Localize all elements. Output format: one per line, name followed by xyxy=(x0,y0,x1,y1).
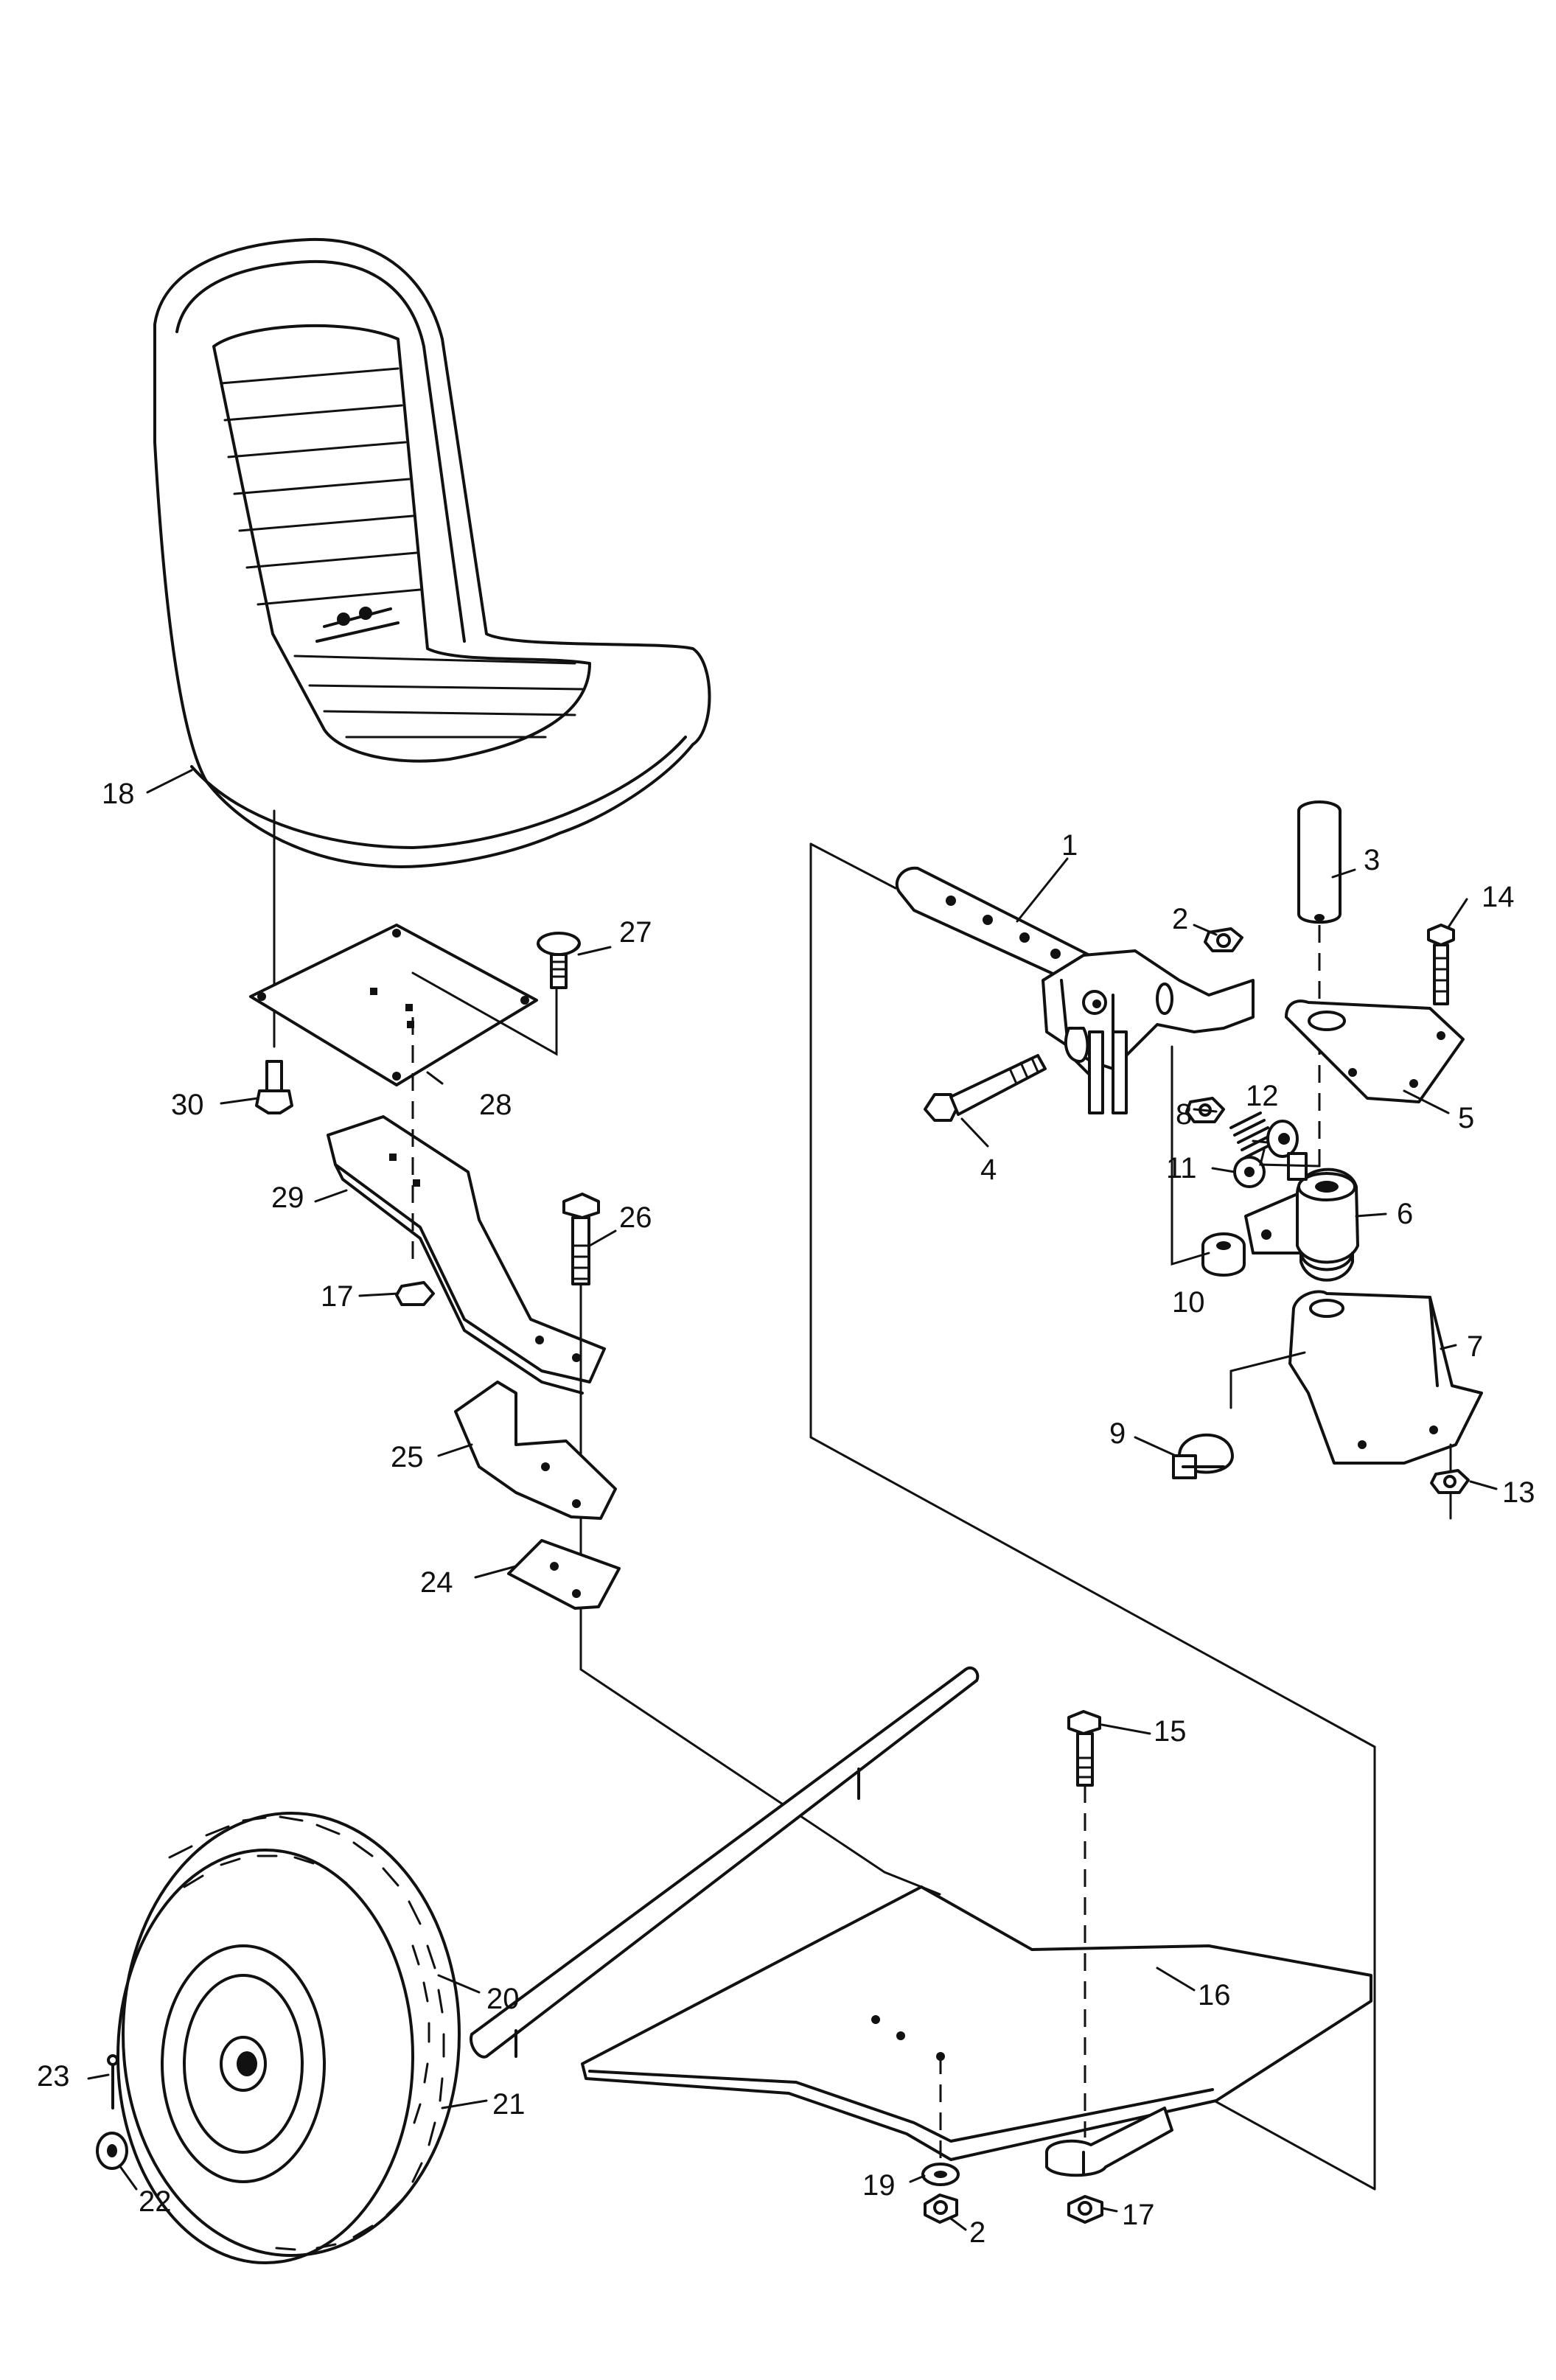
label-16: 16 xyxy=(1198,1979,1231,2011)
label-30: 30 xyxy=(171,1089,204,1121)
label-5: 5 xyxy=(1458,1102,1474,1134)
label-17-upper: 17 xyxy=(321,1280,354,1313)
nut-part-13 xyxy=(1430,1469,1470,1494)
label-17-lower: 17 xyxy=(1122,2199,1155,2231)
leader-lines xyxy=(87,769,1498,2231)
bolt-part-30 xyxy=(255,1060,293,1114)
label-25: 25 xyxy=(391,1441,424,1473)
label-19: 19 xyxy=(862,2169,896,2202)
swivel-part-6 xyxy=(1244,1152,1359,1282)
nut-part-2-lower xyxy=(924,2194,958,2224)
bracket-part-25 xyxy=(454,1381,617,1520)
label-22: 22 xyxy=(139,2185,172,2218)
label-21: 21 xyxy=(492,2088,526,2121)
label-8: 8 xyxy=(1176,1098,1192,1131)
assembly-box-lines xyxy=(809,842,1376,2191)
linchpin-part-9 xyxy=(1172,1433,1234,1479)
label-20: 20 xyxy=(486,1983,520,2015)
label-9: 9 xyxy=(1109,1417,1126,1450)
label-26: 26 xyxy=(619,1201,652,1234)
label-2-upper: 2 xyxy=(1172,903,1188,935)
tongue-part-1 xyxy=(895,866,1255,1114)
nut-part-17-lower xyxy=(1067,2195,1103,2224)
washer-part-22 xyxy=(96,2132,128,2170)
label-18: 18 xyxy=(102,778,135,810)
spring-part-12 xyxy=(1229,1112,1299,1159)
part-labels: 1 2 3 14 5 4 12 8 11 6 10 7 9 13 15 16 1… xyxy=(37,778,1535,2249)
seat-plate-part-28 xyxy=(249,924,558,1086)
seat-bracket-part-29 xyxy=(327,1115,606,1395)
label-1: 1 xyxy=(1061,829,1078,862)
bolt-part-26 xyxy=(562,1193,600,1285)
label-3: 3 xyxy=(1364,844,1380,876)
label-28: 28 xyxy=(479,1089,512,1121)
link-line-10 xyxy=(1171,1045,1210,1266)
clip-9-line xyxy=(1229,1351,1306,1409)
label-29: 29 xyxy=(271,1182,304,1214)
label-11: 11 xyxy=(1166,1152,1197,1184)
label-12: 12 xyxy=(1246,1080,1279,1112)
bolt-part-14 xyxy=(1427,924,1455,1005)
bushing-part-10 xyxy=(1201,1232,1246,1277)
plate-part-5 xyxy=(1285,999,1465,1103)
label-14: 14 xyxy=(1482,881,1515,913)
washer-part-11 xyxy=(1233,1156,1266,1188)
carriage-bolt-part-27 xyxy=(537,932,581,989)
label-2-lower: 2 xyxy=(969,2216,985,2249)
link-line-11 xyxy=(1259,1148,1321,1168)
plate-frame-line xyxy=(579,1620,941,1896)
label-13: 13 xyxy=(1502,1476,1535,1509)
label-10: 10 xyxy=(1172,1286,1205,1319)
label-7: 7 xyxy=(1467,1330,1483,1363)
bracket-part-7 xyxy=(1288,1290,1483,1465)
cotter-pin-part-23 xyxy=(107,2054,119,2109)
plate-part-24 xyxy=(507,1539,621,1610)
washer-part-19 xyxy=(921,2163,960,2186)
bolt-part-15 xyxy=(1067,1710,1101,1787)
label-27: 27 xyxy=(619,916,652,949)
label-4: 4 xyxy=(980,1154,997,1186)
pin-part-3 xyxy=(1297,800,1342,924)
seat-part-18 xyxy=(153,237,711,868)
label-6: 6 xyxy=(1397,1198,1413,1230)
label-15: 15 xyxy=(1154,1715,1187,1748)
label-24: 24 xyxy=(420,1566,453,1599)
label-23: 23 xyxy=(37,2060,70,2093)
wheel-part-21 xyxy=(116,1812,461,2264)
nut-part-17-upper xyxy=(395,1281,435,1306)
axle-frame-part-16 xyxy=(470,1666,1372,2177)
bolt-part-4 xyxy=(924,1054,1047,1122)
